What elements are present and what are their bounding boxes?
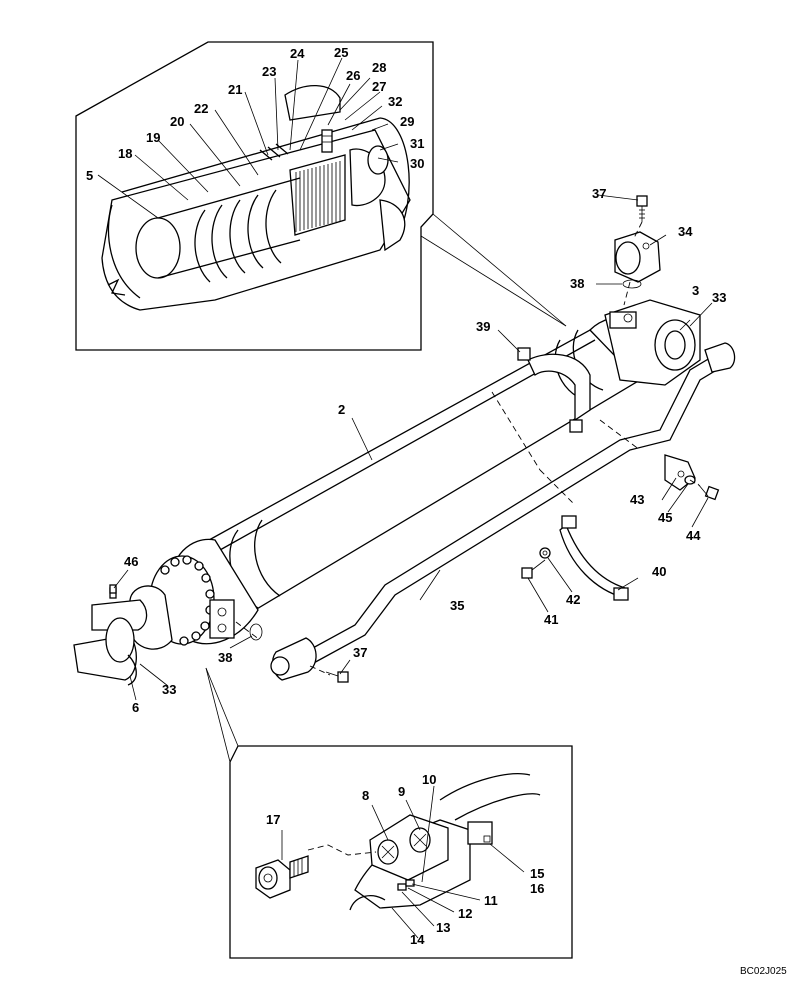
- callout-35: 35: [450, 598, 464, 613]
- clamp-40: [559, 515, 629, 601]
- fitting-block-34: [614, 195, 661, 289]
- callout-41: 41: [544, 612, 558, 627]
- washer-42: [539, 547, 551, 559]
- callout-40: 40: [652, 564, 666, 579]
- callout-12: 12: [458, 906, 472, 921]
- callout-24: 24: [290, 46, 305, 61]
- callout-45: 45: [658, 510, 672, 525]
- callout-42: 42: [566, 592, 580, 607]
- callout-27: 27: [372, 79, 386, 94]
- callout-26: 26: [346, 68, 360, 83]
- callout-28: 28: [372, 60, 386, 75]
- o-ring-38-bottom: [249, 623, 263, 641]
- callout-46: 46: [124, 554, 138, 569]
- callout-44: 44: [686, 528, 701, 543]
- callout-16: 16: [530, 881, 544, 896]
- callout-39: 39: [476, 319, 490, 334]
- callout-13: 13: [436, 920, 450, 935]
- bolt-44: [697, 483, 720, 501]
- callout-31: 31: [410, 136, 424, 151]
- bolt-37-bottom: [325, 671, 349, 683]
- callout-30: 30: [410, 156, 424, 171]
- assembly-dashes: [235, 221, 701, 676]
- callout-23: 23: [262, 64, 276, 79]
- callout-18: 18: [118, 146, 132, 161]
- rod-end-detail-inset: [205, 667, 573, 959]
- callout-37-top: 37: [592, 186, 606, 201]
- clamp-39: [517, 347, 591, 433]
- callout-9: 9: [398, 784, 405, 799]
- callout-10: 10: [422, 772, 436, 787]
- callout-38-top: 38: [570, 276, 584, 291]
- callout-33-bottom: 33: [162, 682, 176, 697]
- leader-lines: [97, 57, 713, 939]
- callout-21: 21: [228, 82, 242, 97]
- callout-3: 3: [692, 283, 699, 298]
- seal-rings: [194, 189, 282, 283]
- callout-19: 19: [146, 130, 160, 145]
- callout-11: 11: [484, 893, 498, 908]
- main-cylinder: [73, 299, 701, 686]
- callout-8: 8: [362, 788, 369, 803]
- bolt-41: [521, 559, 546, 579]
- callout-32: 32: [388, 94, 402, 109]
- callout-43: 43: [630, 492, 644, 507]
- drawing-code: BC02J025: [740, 966, 787, 977]
- callout-33-top: 33: [712, 290, 726, 305]
- callout-5: 5: [86, 168, 93, 183]
- callout-14: 14: [410, 932, 425, 947]
- grease-fitting-46: [109, 584, 117, 594]
- callout-labels: 2 3 5 6 8 9 10 11 12 13 14 15 16 17 18 1…: [86, 45, 787, 977]
- callout-37-bottom: 37: [353, 645, 367, 660]
- callout-2: 2: [338, 402, 345, 417]
- pipe-35: [270, 342, 736, 681]
- plug-17: [255, 855, 309, 899]
- piston-detail-inset: [75, 41, 567, 351]
- callout-15: 15: [530, 866, 544, 881]
- callout-17: 17: [266, 812, 280, 827]
- callout-22: 22: [194, 101, 208, 116]
- callout-38-bottom: 38: [218, 650, 232, 665]
- callout-29: 29: [400, 114, 414, 129]
- callout-6: 6: [132, 700, 139, 715]
- callout-34: 34: [678, 224, 693, 239]
- clamp-block-43: [664, 454, 696, 491]
- piston-threads: [289, 154, 346, 236]
- callout-20: 20: [170, 114, 184, 129]
- callout-25: 25: [334, 45, 348, 60]
